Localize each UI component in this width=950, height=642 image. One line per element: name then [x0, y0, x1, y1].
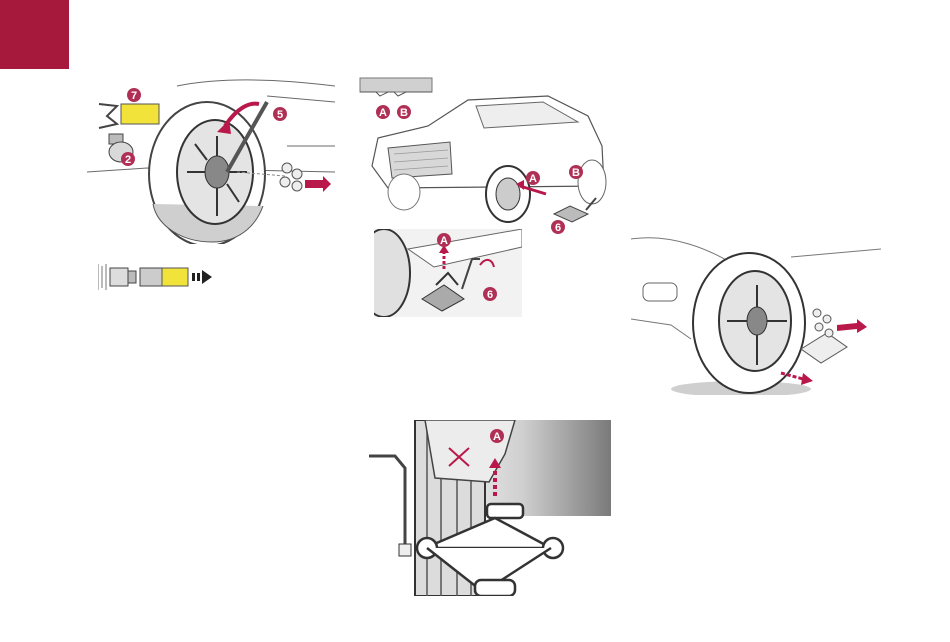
badge-a-detail: A [493, 431, 501, 443]
badge-6-small: 6 [487, 289, 493, 301]
figure-socket-extension [98, 260, 218, 294]
badge-b-sill: B [400, 107, 408, 119]
badge-5: 5 [277, 109, 283, 121]
badge-b-car: B [572, 167, 580, 179]
badge-a-sill: A [379, 107, 387, 119]
figure-jack-detail: A [365, 420, 611, 596]
section-tab-marker [0, 0, 69, 69]
figure-wheel-removal [631, 229, 881, 395]
figure-jack-position-small: A 6 [374, 229, 522, 317]
badge-7: 7 [131, 90, 137, 102]
badge-a-car: A [529, 173, 537, 185]
figure-vehicle-lift-points: A B A B 6 [358, 76, 610, 236]
badge-a-small: A [440, 235, 448, 247]
figure-loosen-wheel-bolts: 7 2 5 [87, 76, 335, 244]
badge-2: 2 [125, 154, 131, 166]
badge-6-car: 6 [555, 222, 561, 234]
